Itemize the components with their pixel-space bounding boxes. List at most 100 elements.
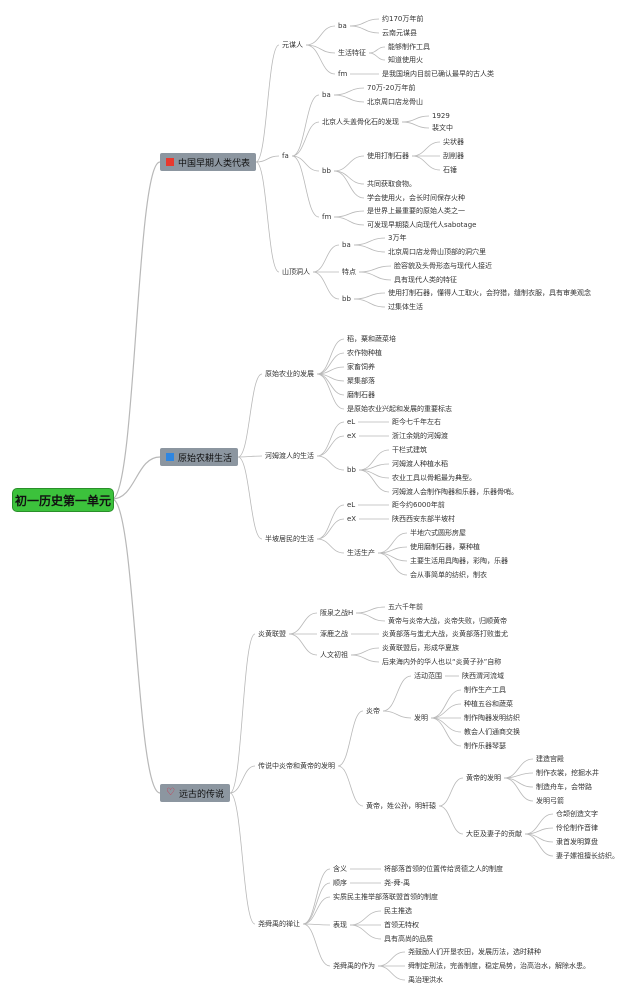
node-yd-fm4[interactable]: 教会人们通商交换 xyxy=(464,727,520,736)
node-hmd-bb2[interactable]: 河姆渡人种植水稻 xyxy=(392,459,448,468)
node-hmd-bb3[interactable]: 农业工具以骨耜最为典型。 xyxy=(392,473,476,482)
node-yss-zw2[interactable]: 舜制定刑法，完善制度，稳定局势，治高治水，解除水患。 xyxy=(408,961,590,970)
node-bjr-bb2[interactable]: 共同获取食物。 xyxy=(367,179,416,188)
node-yss-sx1[interactable]: 尧-舜-禹 xyxy=(384,878,411,887)
node-ny1[interactable]: 稻，粟和蔬菜培 xyxy=(347,334,396,343)
node-bjr-sy1[interactable]: 尖状器 xyxy=(443,137,464,146)
node-ny4[interactable]: 聚集部落 xyxy=(347,376,375,385)
node-sdd-td1[interactable]: 脸容貌及头骨形态与现代人接近 xyxy=(394,261,492,270)
node-bjr-bb3[interactable]: 学会使用火，会长时间保存火种 xyxy=(367,193,465,202)
node-hd-fm[interactable]: 黄帝的发明 xyxy=(466,773,501,782)
node-hd-gx3[interactable]: 隶首发明算盘 xyxy=(556,837,598,846)
node-hd-gx4[interactable]: 妻子嫘祖擅长纺织。 xyxy=(556,851,619,860)
node-hd-gx2[interactable]: 伶伦制作音律 xyxy=(556,823,598,832)
node-sdd-bb[interactable]: bb xyxy=(342,294,351,303)
node-bjr-ba2[interactable]: 北京周口店龙骨山 xyxy=(367,97,423,106)
node-yd-fm5[interactable]: 制作乐器琴瑟 xyxy=(464,741,506,750)
node-hmd[interactable]: 河姆渡人的生活 xyxy=(265,451,314,460)
node-hd-fm2[interactable]: 制作衣裳，挖掘水井 xyxy=(536,768,599,777)
node-cs[interactable]: 传说中炎帝和黄帝的发明 xyxy=(258,761,335,770)
node-yd-hd1[interactable]: 陕西渭河流域 xyxy=(462,671,504,680)
branch-farming-life[interactable]: 原始农耕生活 xyxy=(160,448,239,466)
node-bjr-fx2[interactable]: 裴文中 xyxy=(432,123,453,132)
node-yss-zw1[interactable]: 尧鼓励人们开垦农田，发展历法，选时耕种 xyxy=(408,947,541,956)
node-yh1b[interactable]: 黄帝与炎帝大战，炎帝失败，归顺黄帝 xyxy=(388,616,507,625)
node-yss-bx[interactable]: 表现 xyxy=(333,920,347,929)
node-sdd-td[interactable]: 特点 xyxy=(342,267,356,276)
node-bp-sh[interactable]: 生活生产 xyxy=(347,548,375,557)
node-yss-hy[interactable]: 含义 xyxy=(333,864,347,873)
node-hd-fm1[interactable]: 建造宫殿 xyxy=(536,754,564,763)
node-yss[interactable]: 尧舜禹的禅让 xyxy=(258,919,300,928)
node-yh2[interactable]: 涿鹿之战 xyxy=(320,629,348,638)
node-hd-fm3[interactable]: 制造舟车，会带路 xyxy=(536,782,592,791)
node-yh2a[interactable]: 炎黄部落与蚩尤大战，炎黄部落打败蚩尤 xyxy=(382,629,508,638)
node-sdd-ba1[interactable]: 3万年 xyxy=(388,233,407,242)
node-hmd-el1[interactable]: 距今七千年左右 xyxy=(392,417,441,426)
node-yms-sh[interactable]: 生活特征 xyxy=(338,48,366,57)
node-bjr-ba[interactable]: ba xyxy=(322,90,331,99)
node-yms-sh2[interactable]: 知道使用火 xyxy=(388,55,423,64)
node-bjr-fx1[interactable]: 1929 xyxy=(432,111,450,120)
node-yms-fm1[interactable]: 是我国境内目前已确认最早的古人类 xyxy=(382,69,494,78)
node-bp-el1[interactable]: 距今约6000年前 xyxy=(392,500,445,509)
node-ny2[interactable]: 农作物种植 xyxy=(347,348,382,357)
node-yss-hy1[interactable]: 将部落首领的位置传给贤德之人的制度 xyxy=(384,864,503,873)
node-ny[interactable]: 原始农业的发展 xyxy=(265,369,314,378)
node-yss-ss[interactable]: 实质民主推举部落联盟首领的制度 xyxy=(333,892,438,901)
node-sdd-bb2[interactable]: 过集体生活 xyxy=(388,302,423,311)
node-yd-hd[interactable]: 活动范围 xyxy=(414,671,442,680)
node-yss-sx[interactable]: 顺序 xyxy=(333,878,347,887)
node-hd-gx1[interactable]: 仓颉创造文字 xyxy=(556,809,598,818)
node-yd[interactable]: 炎帝 xyxy=(366,706,380,715)
node-bjr-fx[interactable]: 北京人头盖骨化石的发现 xyxy=(322,117,399,126)
root-node[interactable]: 初一历史第一单元 xyxy=(12,488,114,512)
node-hmd-bb1[interactable]: 干栏式建筑 xyxy=(392,445,427,454)
node-yms-sh1[interactable]: 能够制作工具 xyxy=(388,42,430,51)
node-sdd[interactable]: 山顶洞人 xyxy=(282,267,310,276)
node-bp-el[interactable]: eL xyxy=(347,500,356,509)
node-bjr-ba1[interactable]: 70万-20万年前 xyxy=(367,83,416,92)
node-yd-fm1[interactable]: 制作生产工具 xyxy=(464,685,506,694)
node-yms-ba1[interactable]: 约170万年前 xyxy=(382,14,424,23)
node-hd[interactable]: 黄帝，姓公孙，明轩辕 xyxy=(366,801,436,810)
node-yms-ba[interactable]: ba xyxy=(338,21,347,30)
node-hd-gx[interactable]: 大臣及妻子的贡献 xyxy=(466,829,522,838)
node-yh3[interactable]: 人文初祖 xyxy=(320,650,348,659)
node-bjr-sy2[interactable]: 刮削器 xyxy=(443,151,464,160)
node-bp-ex1[interactable]: 陕西西安东部半坡村 xyxy=(392,514,455,523)
node-yd-fm[interactable]: 发明 xyxy=(414,713,428,722)
node-bjr-fm[interactable]: fm xyxy=(322,212,332,221)
node-yh1a[interactable]: 五六千年前 xyxy=(388,602,423,611)
node-bp-sh3[interactable]: 主要生活用具陶器，彩陶，乐器 xyxy=(410,556,508,565)
node-yss-bx2[interactable]: 首领无特权 xyxy=(384,920,419,929)
node-bp-ex[interactable]: eX xyxy=(347,514,357,523)
node-bjr-sy[interactable]: 使用打制石器 xyxy=(367,151,409,160)
node-yss-zw3[interactable]: 禹治理洪水 xyxy=(408,975,443,984)
node-hmd-ex1[interactable]: 浙江余姚的河姆渡 xyxy=(392,431,448,440)
node-hmd-bb4[interactable]: 河姆渡人会制作陶器和乐器，乐器骨哨。 xyxy=(392,487,518,496)
node-bp[interactable]: 半坡居民的生活 xyxy=(265,534,314,543)
node-hmd-ex[interactable]: eX xyxy=(347,431,357,440)
node-hmd-el[interactable]: eL xyxy=(347,417,356,426)
node-bjr-sy3[interactable]: 石锤 xyxy=(443,165,457,174)
branch-legends[interactable]: ♡ 远古的传说 xyxy=(160,784,230,802)
node-yms-ba2[interactable]: 云南元谋县 xyxy=(382,28,417,37)
branch-early-humans[interactable]: 中国早期人类代表 xyxy=(160,153,257,171)
node-bp-sh2[interactable]: 使用磨制石器，粟种植 xyxy=(410,542,480,551)
node-yh1[interactable]: 阪泉之战H xyxy=(320,608,354,617)
node-bjr[interactable]: fa xyxy=(282,151,289,160)
node-sdd-ba2[interactable]: 北京周口店龙骨山顶部的洞穴里 xyxy=(388,247,486,256)
node-yss-zw[interactable]: 尧舜禹的作为 xyxy=(333,961,375,970)
node-yh3a[interactable]: 炎黄联盟后，形成华夏族 xyxy=(382,643,459,652)
node-bjr-fm2[interactable]: 可发现早期猿人向现代人sabotage xyxy=(367,220,477,229)
node-bp-sh4[interactable]: 会从事简单的纺织，制衣 xyxy=(410,570,487,579)
node-ny5[interactable]: 磨制石器 xyxy=(347,390,375,399)
node-sdd-ba[interactable]: ba xyxy=(342,240,351,249)
node-hd-fm4[interactable]: 发明弓箭 xyxy=(536,796,564,805)
node-bjr-bb[interactable]: bb xyxy=(322,166,331,175)
node-bjr-fm1[interactable]: 是世界上最重要的原始人类之一 xyxy=(367,206,465,215)
node-sdd-bb1[interactable]: 使用打制石器，懂得人工取火，会狩猎，缝制衣服，具有审美观念 xyxy=(388,288,591,297)
node-ny3[interactable]: 家畜饲养 xyxy=(347,362,375,371)
node-yss-bx1[interactable]: 民主推选 xyxy=(384,906,412,915)
